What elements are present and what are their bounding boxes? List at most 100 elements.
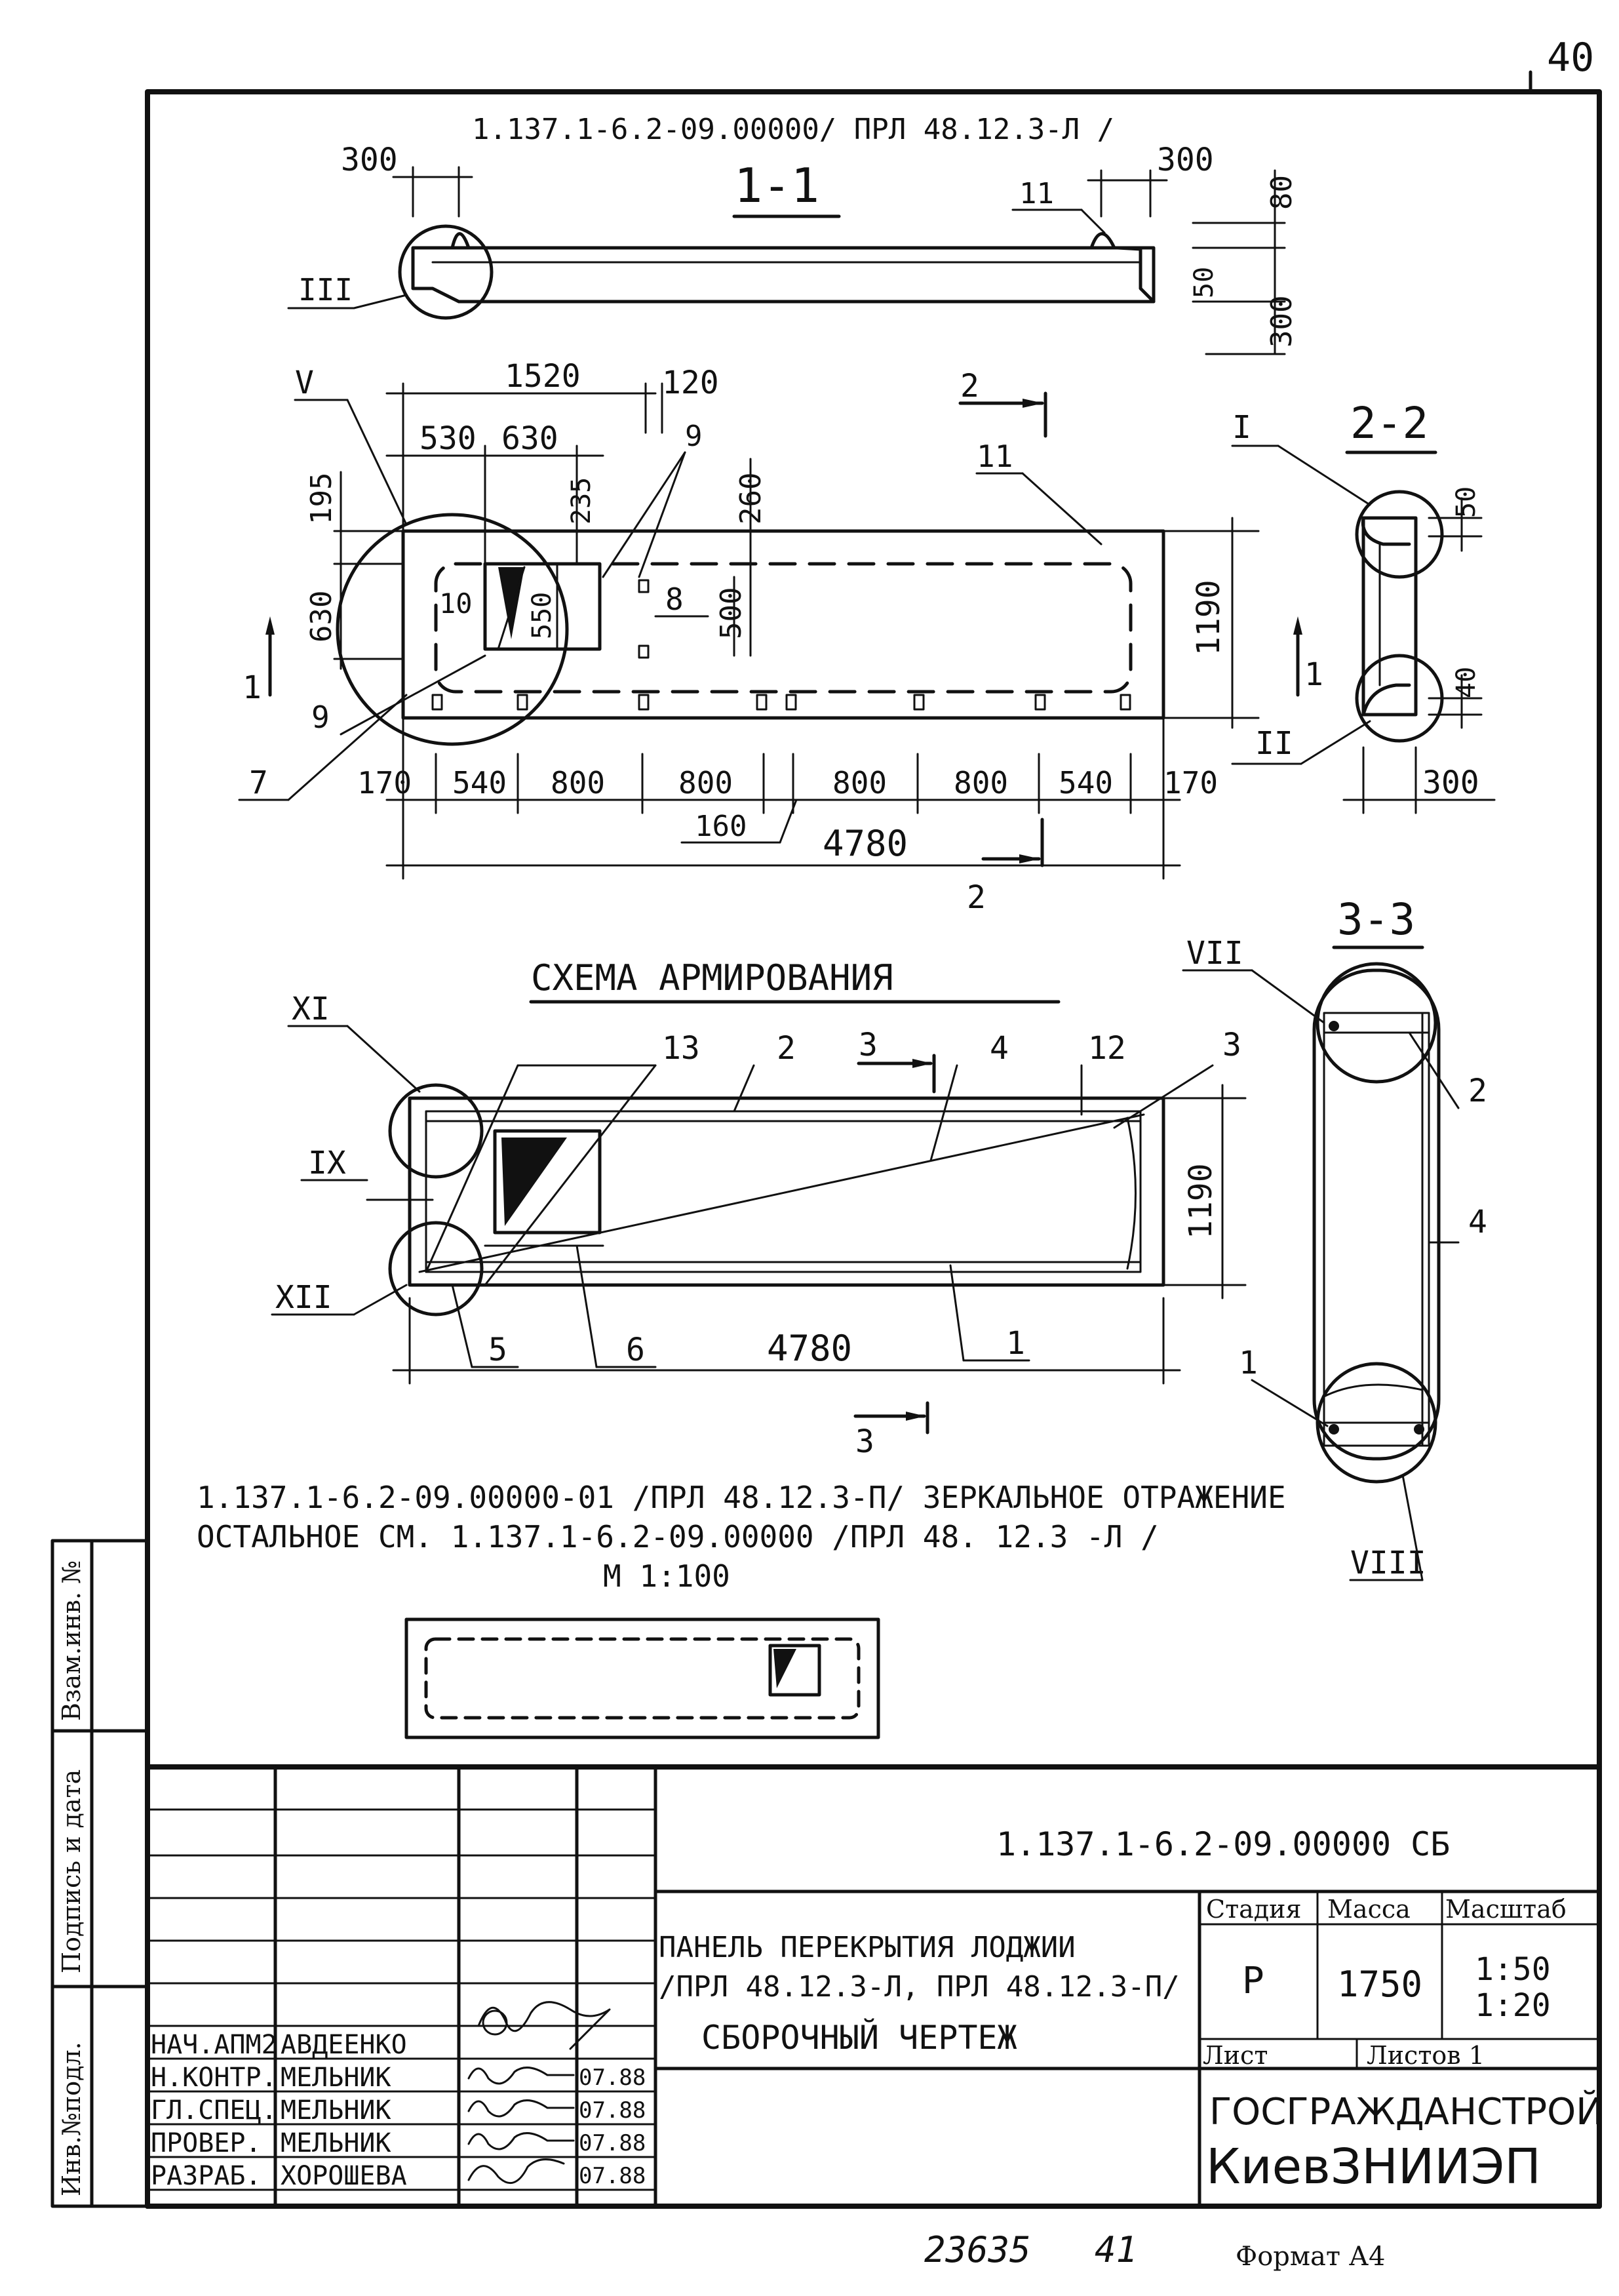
- scale-value-1: 1:50: [1475, 1951, 1551, 1988]
- section-mark-3-bottom: 3: [855, 1423, 874, 1460]
- dim-4780-reinf: 4780: [767, 1328, 852, 1369]
- callout-11-plan: 11: [977, 439, 1013, 474]
- dim-bottom-2: 800: [551, 765, 605, 801]
- sig-name-4: ХОРОШЕВА: [281, 2161, 407, 2191]
- dim-2-2-300: 300: [1422, 764, 1479, 801]
- footer-number: 23635: [924, 2229, 1031, 2270]
- callout-III: III: [298, 272, 353, 307]
- scale-value-2: 1:20: [1475, 1987, 1551, 2024]
- callout-II: II: [1255, 725, 1293, 762]
- section-2-2-title: 2-2: [1350, 398, 1428, 448]
- dim-1-1-300: 300: [1265, 296, 1298, 347]
- sheet-label: Лист: [1203, 2041, 1268, 2070]
- callout-2-reinf: 2: [777, 1030, 796, 1067]
- note-scale: М 1:100: [603, 1558, 730, 1594]
- footer-page: 41: [1095, 2229, 1137, 2270]
- callout-3-reinf: 3: [1222, 1027, 1241, 1063]
- section-mark-2-bottom: 2: [967, 879, 986, 916]
- sig-date-1: 07.88: [579, 2065, 646, 2091]
- section-3-3: 3-3 VII 2 4 1 VIII: [1182, 894, 1487, 1581]
- dim-260: 260: [734, 473, 768, 525]
- sheets-label: Листов 1: [1367, 2041, 1485, 2070]
- callout-10: 10: [439, 587, 473, 620]
- note-line-1: 1.137.1-6.2-09.00000-01 /ПРЛ 48.12.3-П/ …: [197, 1480, 1286, 1515]
- dim-195: 195: [305, 473, 338, 525]
- title-line-1: ПАНЕЛЬ ПЕРЕКРЫТИЯ ЛОДЖИИ: [659, 1931, 1076, 1964]
- callout-11-top: 11: [1019, 177, 1054, 210]
- side-stamp: Инв.№подл. Подпись и дата Взам.инв. №: [50, 1539, 149, 2208]
- title-block: 1.137.1-6.2-09.00000 СБ ПАНЕЛЬ ПЕРЕКРЫТИ…: [145, 1764, 1603, 2209]
- dim-1-1-right: 300: [1157, 142, 1214, 178]
- dim-bottom-7: 170: [1163, 765, 1218, 801]
- reinforcement-title: СХЕМА АРМИРОВАНИЯ: [531, 957, 893, 999]
- section-2-2: 2-2 50 40 300 I II: [1231, 398, 1496, 814]
- dim-1-1-80: 80: [1265, 175, 1298, 210]
- dim-120: 120: [662, 365, 719, 401]
- sig-date-4: 07.88: [579, 2163, 646, 2189]
- dim-2-2-40: 40: [1451, 667, 1481, 698]
- mass-header: Масса: [1327, 1895, 1411, 1924]
- plan-view: 1520 120 530 630 235 260 9 195 630 550 5…: [238, 358, 1323, 916]
- callout-VIII: VIII: [1350, 1545, 1426, 1581]
- callout-I: I: [1232, 409, 1251, 446]
- callout-1-sec3: 1: [1239, 1345, 1258, 1381]
- sig-role-1: Н.КОНТР.: [151, 2063, 277, 2093]
- callout-V: V: [295, 365, 314, 401]
- callout-IX: IX: [308, 1145, 346, 1181]
- side-stamp-inv-podl: Инв.№подл.: [57, 2042, 86, 2196]
- callout-7: 7: [249, 764, 268, 801]
- callout-8: 8: [665, 582, 684, 617]
- dim-bottom-4: 800: [832, 765, 887, 801]
- sig-name-1: МЕЛЬНИК: [281, 2063, 391, 2093]
- footer-format: Формат А4: [1236, 2242, 1385, 2272]
- sig-date-3: 07.88: [579, 2130, 646, 2156]
- dim-1-1-50: 50: [1189, 267, 1219, 298]
- scale-header: Масштаб: [1445, 1895, 1567, 1924]
- dim-bottom-5: 800: [954, 765, 1008, 801]
- dim-530: 530: [419, 420, 477, 457]
- reinforcement-scheme: СХЕМА АРМИРОВАНИЯ 1190 4780 XI IX XII 13: [271, 957, 1247, 1460]
- side-stamp-vzam-inv: Взам.инв. №: [57, 1560, 86, 1721]
- title-line-3: СБОРОЧНЫЙ ЧЕРТЕЖ: [701, 2018, 1017, 2057]
- callout-XII: XII: [275, 1279, 332, 1316]
- dim-2-2-50: 50: [1451, 486, 1481, 518]
- sig-name-3: МЕЛЬНИК: [281, 2128, 391, 2158]
- sig-name-2: МЕЛЬНИК: [281, 2095, 391, 2126]
- callout-9-top: 9: [685, 420, 703, 453]
- callout-2-sec3: 2: [1468, 1073, 1487, 1109]
- callout-6: 6: [626, 1332, 645, 1368]
- section-3-3-title: 3-3: [1337, 894, 1415, 945]
- title-line-2: /ПРЛ 48.12.3-Л, ПРЛ 48.12.3-П/: [659, 1970, 1180, 2004]
- dim-1190-reinf: 1190: [1182, 1163, 1219, 1239]
- sheet-number: 40: [1547, 35, 1594, 81]
- org-name-2: КиевЗНИИЭП: [1206, 2139, 1541, 2195]
- sig-role-3: ПРОВЕР.: [151, 2128, 262, 2158]
- callout-13: 13: [662, 1030, 700, 1067]
- callout-4-sec3: 4: [1468, 1204, 1487, 1240]
- callout-XI: XI: [292, 991, 330, 1027]
- callout-9-left: 9: [311, 700, 330, 735]
- callout-1-reinf: 1: [1006, 1325, 1025, 1362]
- section-mark-1-right: 1: [1304, 656, 1323, 693]
- dim-bottom-6: 540: [1059, 765, 1113, 801]
- handwritten-signatures: [467, 2001, 611, 2184]
- mass-value: 1750: [1337, 1964, 1422, 2005]
- side-stamp-signature-date: Подпись и дата: [57, 1770, 86, 1973]
- doc-code: 1.137.1-6.2-09.00000 СБ: [996, 1825, 1450, 1863]
- dim-160: 160: [695, 810, 747, 843]
- note-line-2: ОСТАЛЬНОЕ СМ. 1.137.1-6.2-09.00000 /ПРЛ …: [197, 1519, 1159, 1554]
- sig-role-0: НАЧ.АПМ2: [151, 2030, 277, 2060]
- dim-1520: 1520: [505, 358, 581, 395]
- sig-date-2: 07.88: [579, 2097, 646, 2124]
- callout-12: 12: [1088, 1030, 1126, 1067]
- dim-bottom-0: 170: [357, 765, 412, 801]
- sig-name-0: АВДЕЕНКО: [281, 2030, 407, 2060]
- section-1-1-title: 1-1: [734, 158, 819, 213]
- dim-1190-plan: 1190: [1190, 580, 1227, 656]
- dim-bottom-3: 800: [678, 765, 733, 801]
- section-mark-1-left: 1: [243, 669, 262, 706]
- dim-bottom-1: 540: [452, 765, 507, 801]
- callout-5: 5: [488, 1332, 507, 1368]
- stage-header: Стадия: [1206, 1895, 1301, 1924]
